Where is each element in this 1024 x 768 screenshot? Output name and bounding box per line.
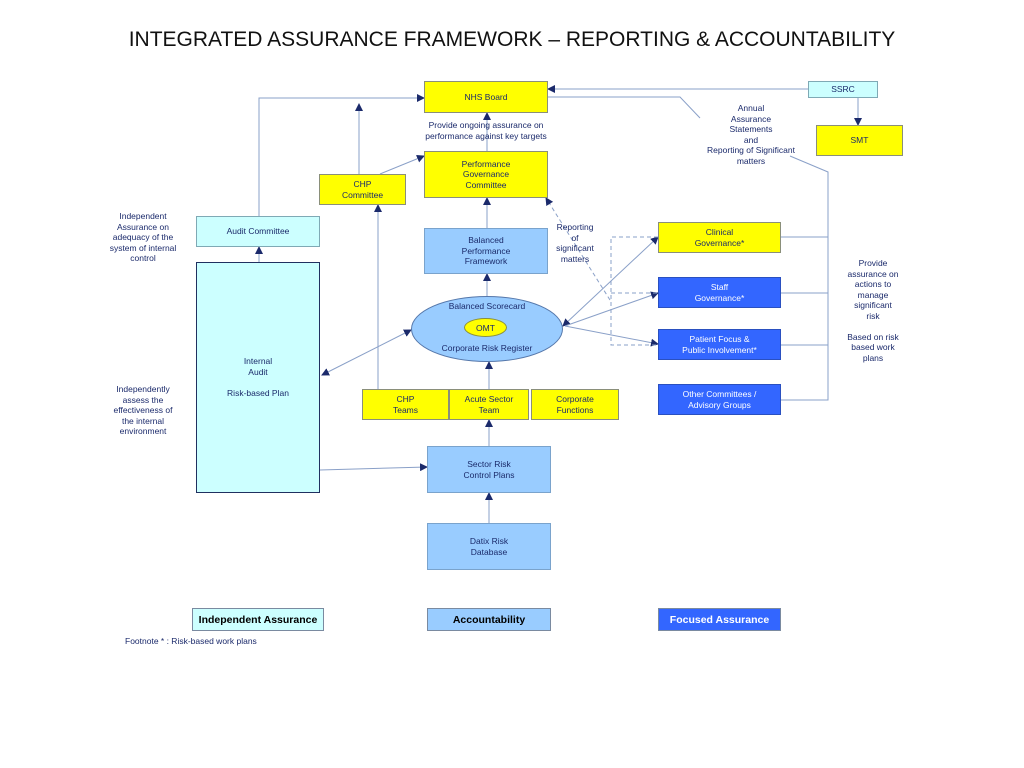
- other-committees-box: Other Committees / Advisory Groups: [658, 384, 781, 415]
- datix-risk-box: Datix Risk Database: [427, 523, 551, 570]
- independent-assurance-note: Independent Assurance on adequacy of the…: [109, 211, 177, 263]
- sector-risk-box: Sector Risk Control Plans: [427, 446, 551, 493]
- independently-assess-note: Independently assess the effectiveness o…: [113, 384, 173, 436]
- corporate-functions-box: Corporate Functions: [531, 389, 619, 420]
- annual-assurance-note: Annual Assurance Statements and Reportin…: [707, 103, 795, 166]
- audit-committee-box: Audit Committee: [196, 216, 320, 247]
- balanced-framework-box: Balanced Performance Framework: [424, 228, 548, 274]
- patient-focus-box: Patient Focus & Public Involvement*: [658, 329, 781, 360]
- legend-independent-assurance: Independent Assurance: [192, 608, 324, 631]
- reporting-significant-note: Reporting of significant matters: [556, 222, 594, 264]
- footnote: Footnote * : Risk-based work plans: [125, 636, 257, 646]
- legend-accountability: Accountability: [427, 608, 551, 631]
- acute-sector-box: Acute Sector Team: [449, 389, 529, 420]
- corporate-risk-register-label: Corporate Risk Register: [441, 343, 533, 353]
- balanced-scorecard-label: Balanced Scorecard: [448, 301, 526, 311]
- chp-teams-box: CHP Teams: [362, 389, 449, 420]
- internal-audit-box: Internal Audit Risk-based Plan: [196, 262, 320, 493]
- smt-box: SMT: [816, 125, 903, 156]
- ongoing-assurance-note: Provide ongoing assurance on performance…: [425, 120, 547, 141]
- performance-governance-box: Performance Governance Committee: [424, 151, 548, 198]
- provide-assurance-actions-note: Provide assurance on actions to manage s…: [847, 258, 899, 363]
- staff-governance-box: Staff Governance*: [658, 277, 781, 308]
- ssrc-box: SSRC: [808, 81, 878, 98]
- chp-committee-box: CHP Committee: [319, 174, 406, 205]
- omt-oval: OMT: [464, 318, 507, 337]
- nhs-board-box: NHS Board: [424, 81, 548, 113]
- clinical-governance-box: Clinical Governance*: [658, 222, 781, 253]
- page-title: INTEGRATED ASSURANCE FRAMEWORK – REPORTI…: [128, 28, 896, 51]
- legend-focused-assurance: Focused Assurance: [658, 608, 781, 631]
